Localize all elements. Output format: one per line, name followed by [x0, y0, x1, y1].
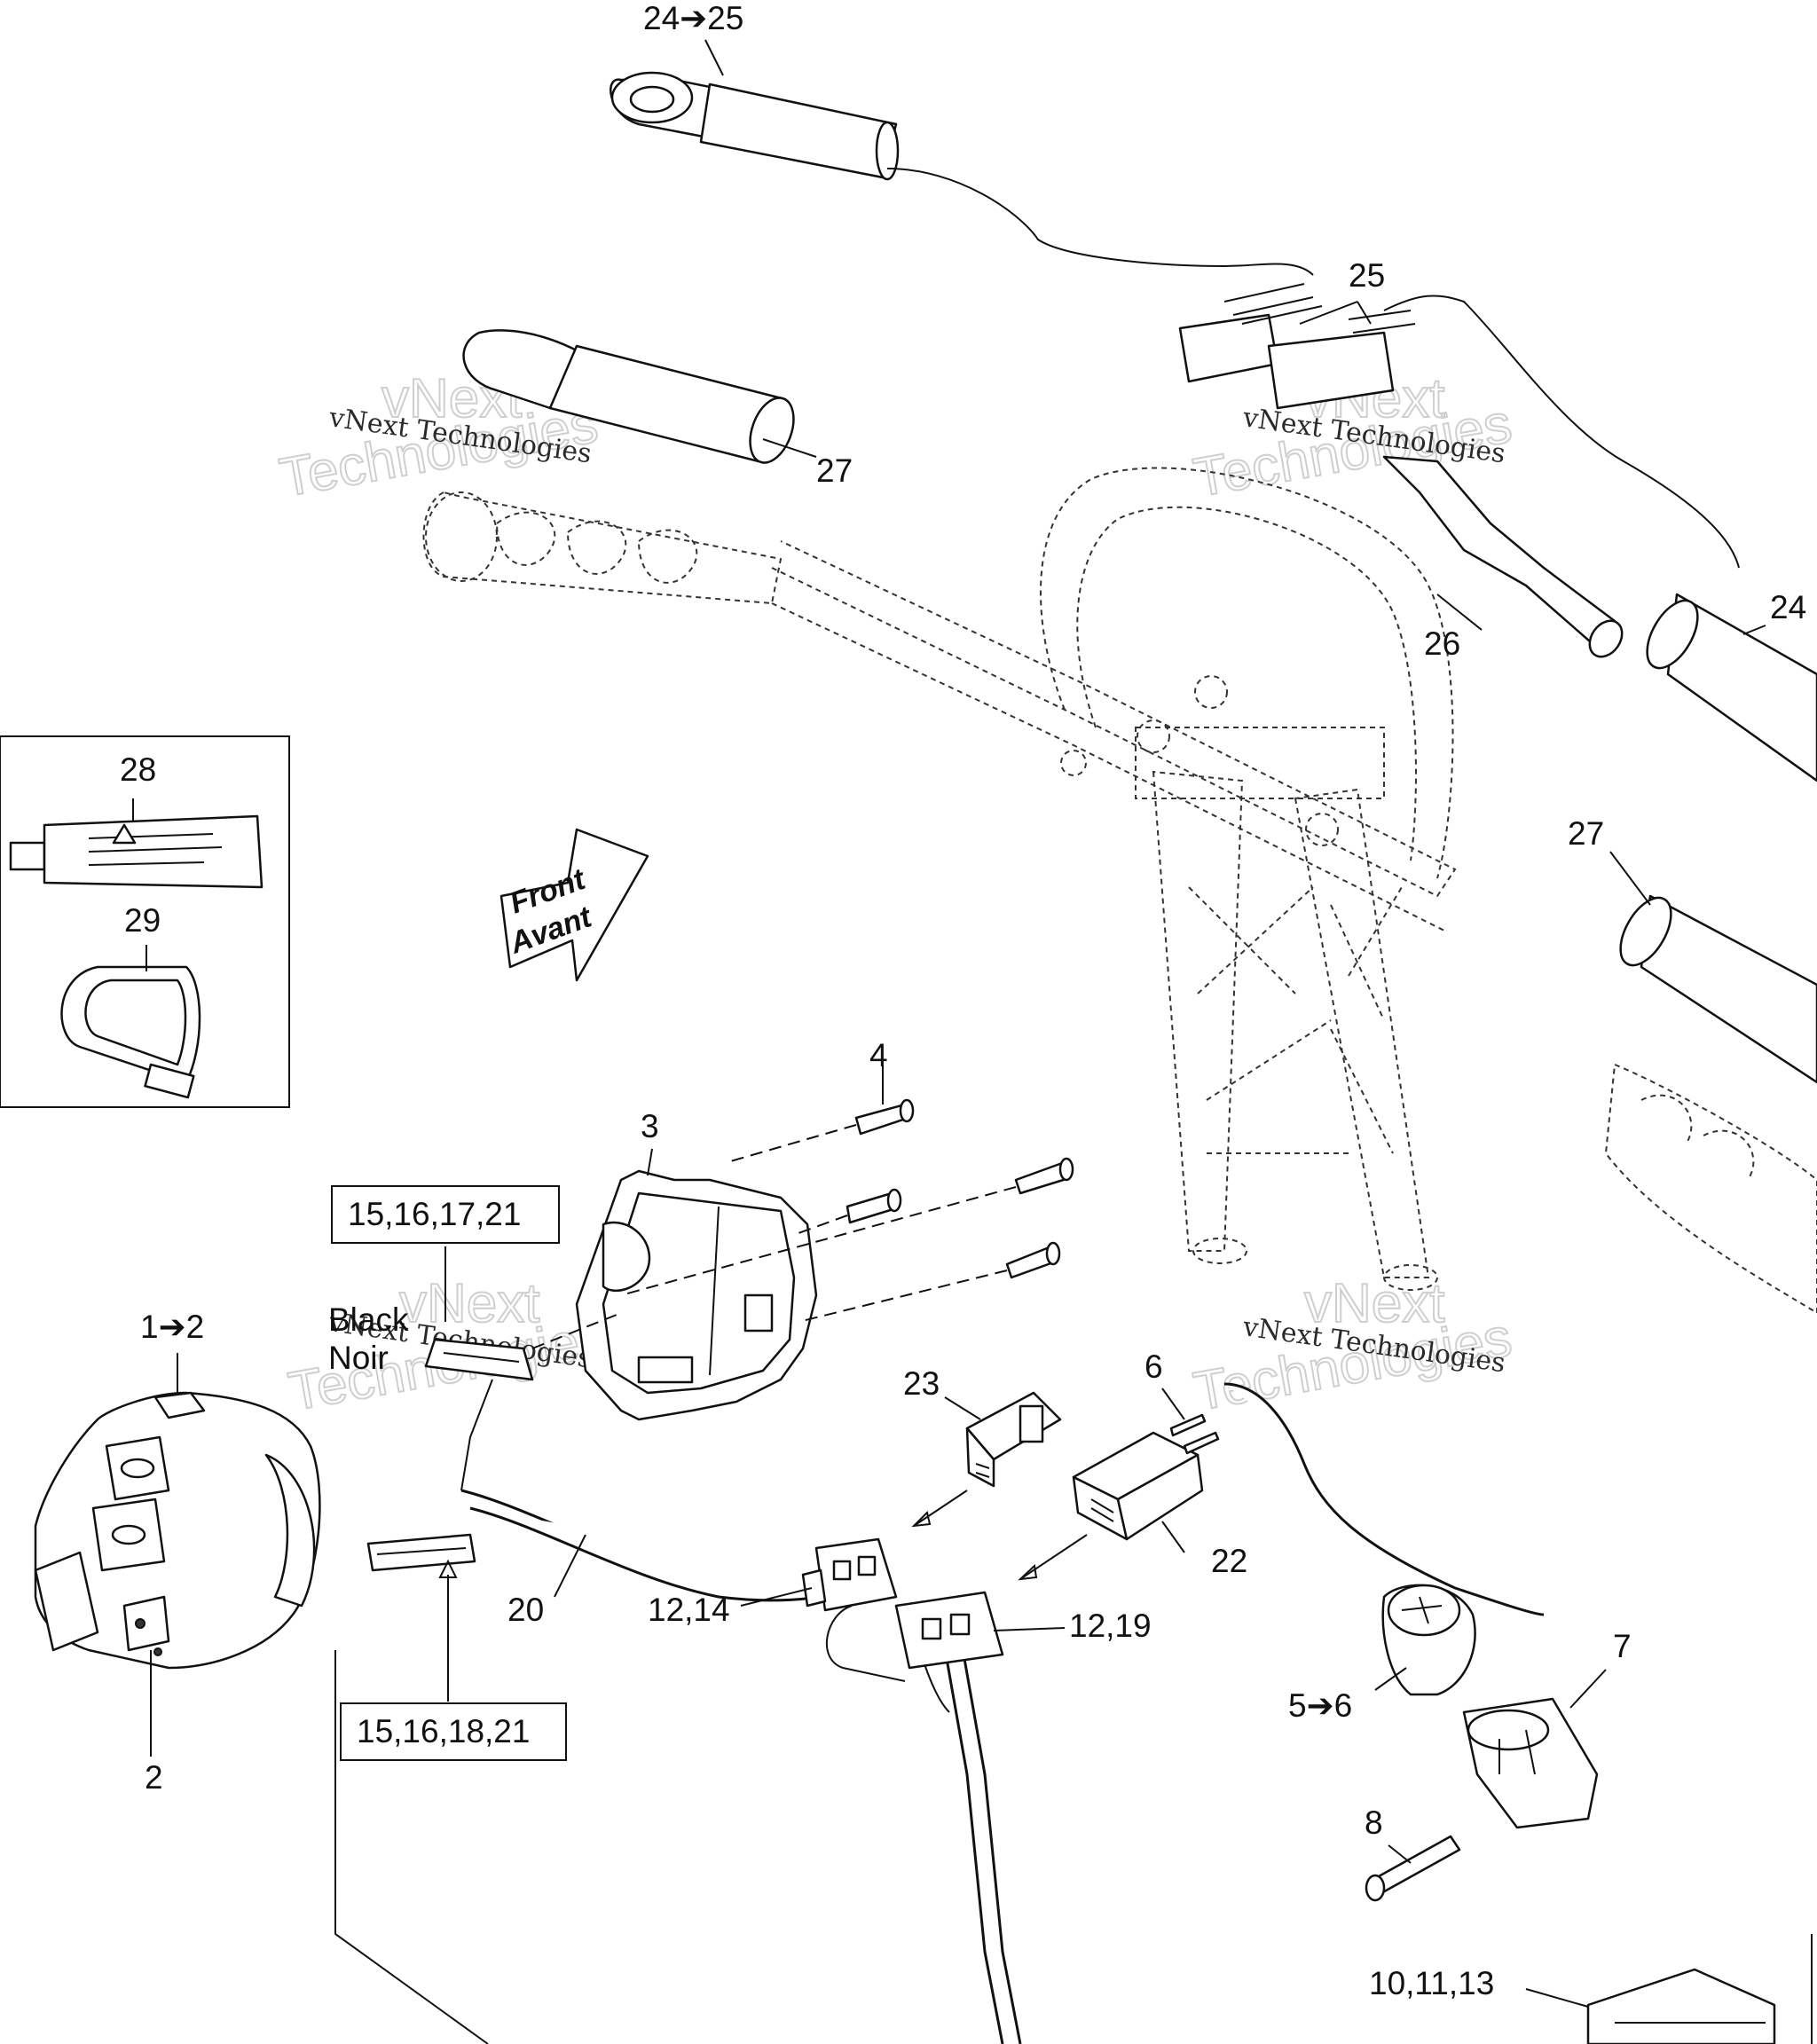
- clamp-29: [60, 965, 201, 1099]
- callout-12-14: 12,14: [648, 1592, 730, 1628]
- svg-text:vNext: vNext: [399, 1273, 539, 1334]
- watermark-lower-right: vNext Technologies vNext Technologies: [1188, 1272, 1516, 1424]
- callout-24-right: 24: [1770, 589, 1806, 625]
- grip-sleeve-right: [1619, 894, 1817, 1084]
- wire-color-noir: Noir: [328, 1340, 389, 1376]
- grip-right-24: [1646, 593, 1817, 782]
- connector-10-11-13: [1586, 1968, 1776, 2044]
- part-5-6: [1381, 1584, 1476, 1696]
- callout-3: 3: [641, 1108, 659, 1144]
- connector-12-19: [894, 1591, 1004, 1670]
- grease-tube-28: [9, 814, 264, 889]
- callout-10-11-13: 10,11,13: [1369, 1965, 1494, 2001]
- callout-22: 22: [1211, 1543, 1247, 1579]
- callout-12-19: 12,19: [1069, 1608, 1152, 1644]
- callout-15-16-18-21: 15,16,18,21: [357, 1713, 530, 1749]
- connector-black: [424, 1312, 622, 1491]
- front-direction-arrow: Front Avant: [499, 828, 649, 982]
- callout-15-16-17-21: 15,16,17,21: [348, 1196, 521, 1232]
- callout-1-2: 1➔2: [140, 1309, 204, 1345]
- callout-5-6: 5➔6: [1288, 1687, 1352, 1724]
- callout-27-right: 27: [1568, 815, 1604, 852]
- connector-23: [965, 1391, 1062, 1488]
- switch-assembly-1: [34, 1391, 321, 1670]
- heated-grip-top: [610, 71, 1314, 276]
- connector-15-16-18-21: [366, 1533, 476, 1572]
- callout-23: 23: [903, 1365, 940, 1402]
- callout-7: 7: [1613, 1628, 1632, 1664]
- inset-box: [0, 735, 290, 1108]
- svg-text:vNext: vNext: [1304, 1273, 1444, 1334]
- wiring-harness-20: [460, 1489, 1022, 2044]
- callout-25: 25: [1349, 257, 1385, 294]
- pins-6: [1169, 1382, 1545, 1616]
- callout-24-25-top: 24➔25: [643, 0, 743, 36]
- leader-lines: [132, 39, 1813, 2044]
- callout-29: 29: [124, 902, 161, 939]
- callout-27-top: 27: [816, 452, 853, 489]
- callout-26: 26: [1424, 625, 1460, 662]
- part-7: [1462, 1697, 1599, 1829]
- callout-2: 2: [145, 1759, 163, 1796]
- connector-pair-25: [1178, 283, 1740, 569]
- screws-4: [620, 1098, 1074, 1323]
- callout-28: 28: [120, 751, 156, 788]
- pin-8: [1365, 1835, 1461, 1902]
- callout-box-15-16-17-21: [331, 1185, 560, 1244]
- callout-4: 4: [869, 1037, 888, 1073]
- callout-8: 8: [1365, 1804, 1383, 1841]
- wire-color-black: Black: [328, 1301, 409, 1338]
- bar-26: [1382, 455, 1624, 658]
- connector-12-14: [801, 1537, 898, 1612]
- callout-6: 6: [1144, 1348, 1163, 1385]
- steering-column: [1060, 675, 1438, 1291]
- callout-20: 20: [507, 1592, 544, 1628]
- callout-box-15-16-18-21: [340, 1702, 567, 1761]
- housing-3: [575, 1169, 818, 1421]
- connector-22: [1072, 1431, 1204, 1541]
